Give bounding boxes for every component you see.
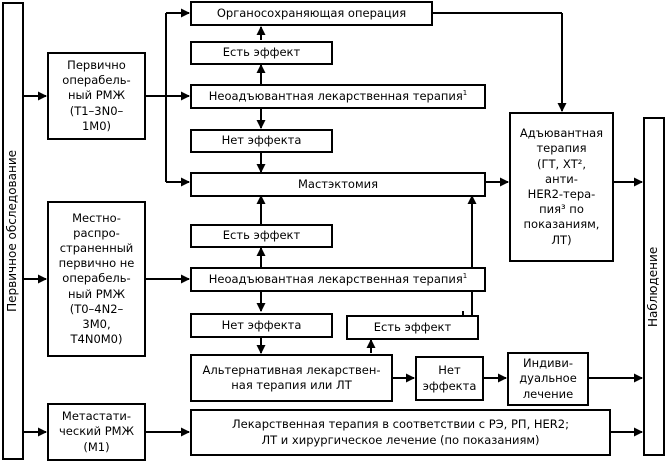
no-effect-bottom-label: Нет эффекта [422,363,477,393]
individual-treatment-label: Индиви- дуальное лечение [519,356,577,401]
neoadjuvant-bottom-footnote: 1 [462,272,468,281]
effect-top-box: Есть эффект [190,41,333,65]
mastectomy-box: Мастэктомия [190,172,486,197]
neoadjuvant-top-box: Неоадъювантная лекарственная терапия1 [190,84,486,109]
no-effect-top-label: Нет эффекта [221,133,302,148]
initial-examination-label: Первичное обследование [5,150,20,312]
effect-right-box: Есть эффект [346,315,479,340]
locally-advanced-box: Местно- распро- страненный первично не о… [47,201,146,357]
no-effect-mid-label: Нет эффекта [221,317,302,332]
adjuvant-therapy-label: Адъювантная терапия (ГТ, ХТ², анти- HER2… [519,126,604,247]
effect-top-label: Есть эффект [222,45,301,60]
effect-mid-label: Есть эффект [222,228,301,243]
metastatic-label: Метастати- ческий РМЖ (M1) [59,409,134,454]
no-effect-bottom-box: Нет эффекта [415,356,484,401]
neoadjuvant-bottom-text: Неоадъювантная лекарственная терапия [208,271,463,286]
initial-examination-bar: Первичное обследование [2,2,24,460]
primary-operable-label: Первично операбель- ный РМЖ (T1–3N0– 1M0… [62,58,131,133]
metastatic-box: Метастати- ческий РМЖ (M1) [47,403,146,461]
adjuvant-therapy-box: Адъювантная терапия (ГТ, ХТ², анти- HER2… [509,112,614,262]
locally-advanced-label: Местно- распро- страненный первично не о… [58,210,135,347]
organ-sparing-surgery-label: Органосохраняющая операция [216,5,407,20]
primary-operable-box: Первично операбель- ный РМЖ (T1–3N0– 1M0… [47,52,146,140]
metastatic-treatment-label: Лекарственная терапия в соответствии с Р… [232,417,569,447]
alternative-therapy-box: Альтернативная лекарствен- ная терапия и… [190,354,393,402]
individual-treatment-box: Индиви- дуальное лечение [507,352,589,406]
effect-mid-box: Есть эффект [190,224,333,248]
neoadjuvant-bottom-label: Неоадъювантная лекарственная терапия1 [209,272,468,287]
neoadjuvant-top-footnote: 1 [462,89,468,98]
observation-bar: Наблюдение [643,117,665,456]
metastatic-treatment-box: Лекарственная терапия в соответствии с Р… [190,409,611,456]
observation-label: Наблюдение [646,246,661,327]
alternative-therapy-label: Альтернативная лекарствен- ная терапия и… [202,362,381,392]
effect-right-label: Есть эффект [373,319,452,334]
no-effect-top-box: Нет эффекта [190,129,333,153]
no-effect-mid-box: Нет эффекта [190,313,333,338]
neoadjuvant-bottom-box: Неоадъювантная лекарственная терапия1 [190,267,486,292]
organ-sparing-surgery-box: Органосохраняющая операция [190,1,433,26]
neoadjuvant-top-text: Неоадъювантная лекарственная терапия [208,88,463,103]
neoadjuvant-top-label: Неоадъювантная лекарственная терапия1 [209,89,468,104]
mastectomy-label: Мастэктомия [297,176,379,191]
